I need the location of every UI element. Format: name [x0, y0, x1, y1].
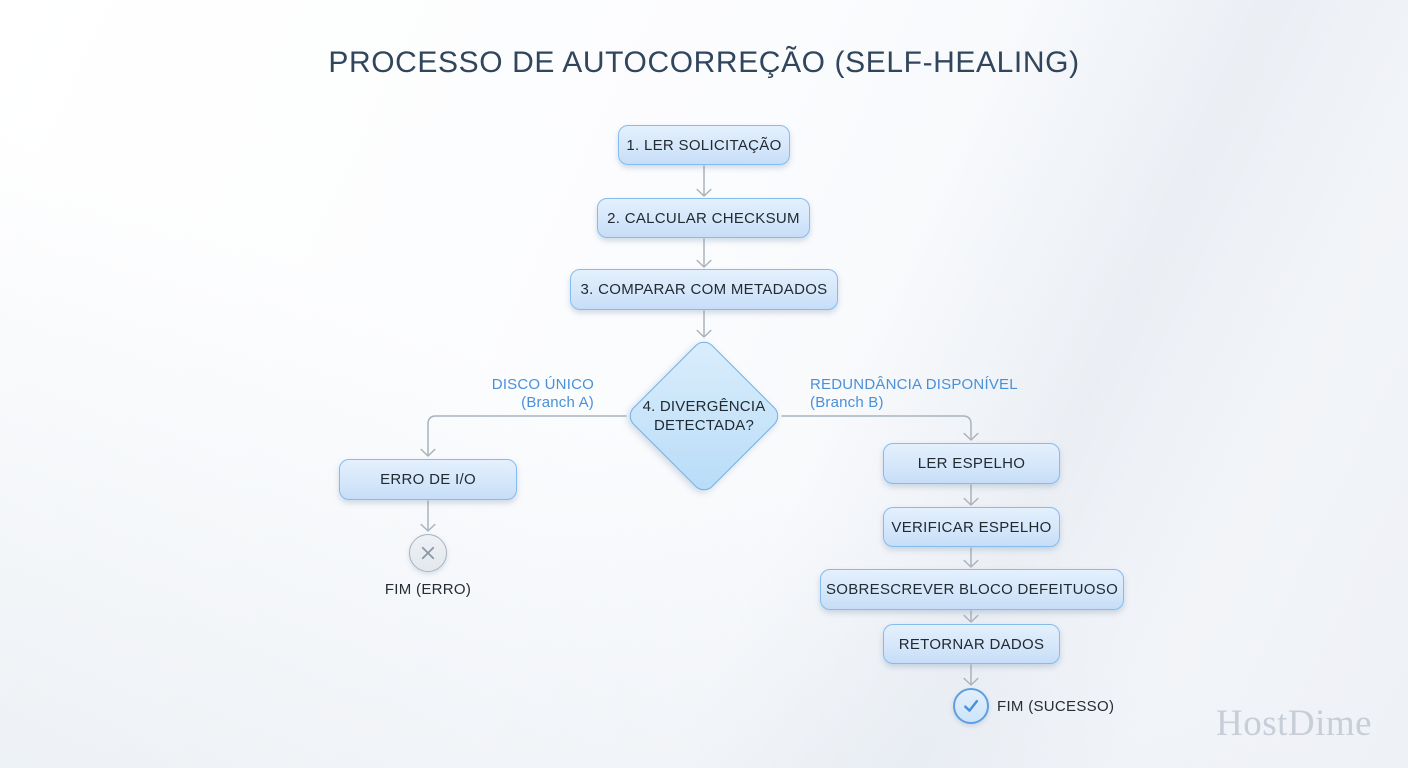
arrow-erro-end: [420, 500, 436, 532]
arrow-decision-branch-a: [420, 415, 627, 457]
branch-a-tag: (Branch A): [521, 394, 594, 411]
branch-b-tag: (Branch B): [810, 394, 884, 411]
step-3-box: 3. COMPARAR COM METADADOS: [570, 269, 838, 310]
arrow-step2-step3: [696, 238, 712, 268]
branch-b-step-2-box: VERIFICAR ESPELHO: [883, 507, 1060, 547]
arrow-retornar-end: [963, 664, 979, 686]
end-error-label: FIM (ERRO): [384, 581, 472, 598]
arrow-step3-decision: [696, 310, 712, 338]
branch-b-name: REDUNDÂNCIA DISPONÍVEL: [810, 376, 1018, 393]
step-2-label: 2. CALCULAR CHECKSUM: [607, 209, 800, 227]
end-success-label: FIM (SUCESSO): [997, 698, 1115, 715]
branch-b-step-4-box: RETORNAR DADOS: [883, 624, 1060, 664]
branch-b-step-4-label: RETORNAR DADOS: [898, 635, 1045, 653]
arrow-ler-verificar: [963, 484, 979, 506]
branch-a-label: DISCO ÚNICO (Branch A): [492, 376, 594, 412]
step-1-box: 1. LER SOLICITAÇÃO: [618, 125, 790, 165]
check-circle-icon: [960, 695, 982, 717]
arrow-step1-step2: [696, 165, 712, 197]
branch-b-step-3-label: SOBRESCREVER BLOCO DEFEITUOSO: [825, 581, 1119, 598]
branch-b-step-1-box: LER ESPELHO: [883, 443, 1060, 484]
page-title: PROCESSO DE AUTOCORREÇÃO (SELF-HEALING): [328, 46, 1080, 79]
arrow-decision-branch-b: [781, 415, 979, 441]
end-success-circle: [953, 688, 989, 724]
arrow-sobrescrever-retornar: [963, 610, 979, 623]
branch-b-step-1-label: LER ESPELHO: [917, 455, 1026, 472]
end-error-circle: [409, 534, 447, 572]
step-2-box: 2. CALCULAR CHECKSUM: [597, 198, 810, 238]
branch-b-step-3-box: SOBRESCREVER BLOCO DEFEITUOSO: [820, 569, 1124, 610]
branch-a-step-erro-label: ERRO DE I/O: [380, 471, 476, 488]
branch-a-step-erro-box: ERRO DE I/O: [339, 459, 517, 500]
branch-a-name: DISCO ÚNICO: [491, 376, 594, 393]
hostdime-watermark: HostDime: [1216, 703, 1373, 744]
x-circle-icon: [417, 542, 439, 564]
branch-b-label: REDUNDÂNCIA DISPONÍVEL (Branch B): [810, 376, 1018, 412]
decision-label: 4. DIVERGÊNCIA DETECTADA?: [642, 398, 766, 434]
step-1-label: 1. LER SOLICITAÇÃO: [626, 136, 782, 154]
arrow-verificar-sobrescrever: [963, 547, 979, 568]
step-3-label: 3. COMPARAR COM METADADOS: [580, 281, 828, 298]
branch-b-step-2-label: VERIFICAR ESPELHO: [891, 518, 1052, 536]
